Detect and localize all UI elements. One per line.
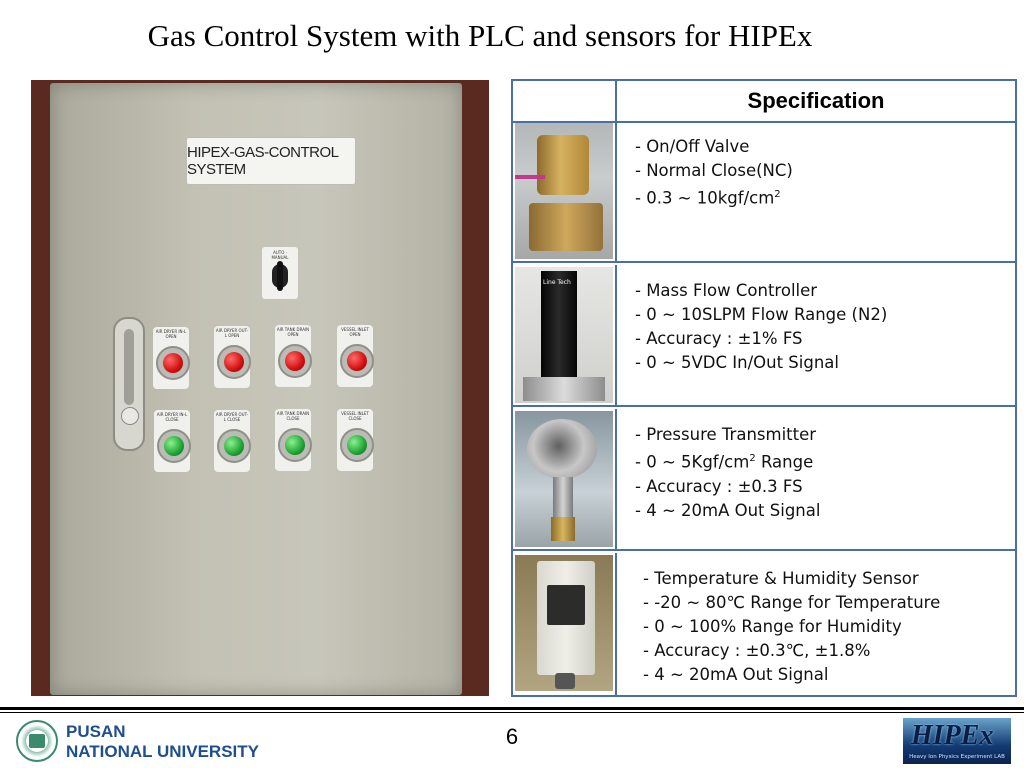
spec-line: - 0 ~ 10SLPM Flow Range (N2): [635, 305, 888, 324]
slide-title: Gas Control System with PLC and sensors …: [147, 18, 813, 53]
device-brand-label: Line Tech: [543, 279, 571, 286]
red-lamp-icon: [285, 351, 305, 371]
spec-line: - 4 ~ 20mA Out Signal: [643, 665, 829, 684]
green-lamp-icon: [164, 436, 184, 456]
indicator-lamp: AIR TANK DRAIN CLOSE: [275, 409, 312, 471]
spec-line: - 4 ~ 20mA Out Signal: [635, 500, 821, 520]
indicator-lamp: AIR DRYER IN-L OPEN: [153, 327, 190, 389]
university-emblem-icon: [16, 720, 58, 762]
green-lamp-icon: [285, 435, 305, 455]
hipex-logo-text: HIPEx: [911, 720, 994, 751]
pressure-transmitter-photo: [515, 411, 613, 547]
lamp-tag: AIR DRYER IN-L CLOSE: [156, 412, 188, 422]
hipex-lab-logo: HIPEx Heavy Ion Physics Experiment LAB: [903, 718, 1011, 764]
hipex-tagline: Heavy Ion Physics Experiment LAB: [909, 754, 1005, 760]
lamp-tag: VESSEL INLET CLOSE: [341, 411, 369, 421]
lamp-tag: AIR TANK DRAIN CLOSE: [276, 411, 310, 421]
spec-line: - 0 ~ 5VDC In/Out Signal: [635, 353, 839, 372]
footer-rule: [0, 707, 1024, 710]
indicator-lamp: AIR DRYER OUT-L CLOSE: [214, 410, 251, 472]
indicator-lamp: AIR DRYER OUT-L OPEN: [214, 326, 251, 388]
specification-table: Specification - On/Off Valve - Normal Cl…: [511, 79, 1017, 697]
spec-line-pressure-range: - 0 ~ 5Kgf/cm2 Range: [635, 452, 814, 472]
university-name: PUSAN NATIONAL UNIVERSITY: [66, 722, 259, 761]
spec-line: - -20 ~ 80℃ Range for Temperature: [643, 593, 941, 612]
lamp-tag: VESSEL INLET OPEN: [341, 327, 369, 337]
indicator-lamp: VESSEL INLET OPEN: [337, 325, 374, 387]
spec-line: - Mass Flow Controller: [635, 281, 818, 300]
spec-line-pressure-range: - 0.3 ~ 10kgf/cm2: [635, 188, 781, 208]
green-lamp-icon: [347, 435, 367, 455]
temperature-humidity-sensor-photo: [515, 555, 613, 691]
lamp-tag: AIR DRYER OUT-L OPEN: [215, 328, 249, 338]
page-number: 6: [505, 724, 519, 749]
spec-line: - Accuracy : ±0.3 FS: [635, 476, 803, 496]
nameplate: HIPEX-GAS-CONTROL SYSTEM: [186, 137, 356, 185]
red-lamp-icon: [163, 353, 183, 373]
selector-knob-icon: [272, 261, 288, 291]
handle-slot: [124, 329, 134, 405]
lamp-tag: AIR DRYER OUT-L CLOSE: [215, 412, 249, 422]
spec-row-valve: - On/Off Valve - Normal Close(NC) - 0.3 …: [513, 121, 1015, 263]
spec-row-temp-humidity: - Temperature & Humidity Sensor - -20 ~ …: [513, 553, 1015, 695]
lamp-tag: AIR TANK DRAIN OPEN: [276, 327, 310, 337]
spec-row-pressure-transmitter: - Pressure Transmitter - 0 ~ 5Kgf/cm2 Ra…: [513, 409, 1015, 551]
spec-line: - Pressure Transmitter: [635, 425, 817, 444]
control-panel-photo: HIPEX-GAS-CONTROL SYSTEM AUTO · MANUAL A…: [31, 80, 489, 696]
indicator-lamp: VESSEL INLET CLOSE: [337, 409, 374, 471]
lamp-tag: AIR DRYER IN-L OPEN: [155, 329, 187, 339]
footer-rule-thin: [0, 712, 1024, 713]
solenoid-valve-photo: [515, 123, 613, 259]
green-lamp-icon: [224, 436, 244, 456]
indicator-lamp: AIR TANK DRAIN OPEN: [275, 325, 312, 387]
spec-row-mfc: Line Tech - Mass Flow Controller - 0 ~ 1…: [513, 265, 1015, 407]
mass-flow-controller-photo: Line Tech: [515, 267, 613, 403]
switch-tag: AUTO · MANUAL: [271, 250, 289, 260]
cabinet-door: HIPEX-GAS-CONTROL SYSTEM AUTO · MANUAL A…: [50, 83, 462, 695]
indicator-lamp: AIR DRYER IN-L CLOSE: [154, 410, 191, 472]
table-header: Specification: [513, 81, 1015, 123]
spec-line: - 0 ~ 100% Range for Humidity: [643, 617, 902, 636]
auto-manual-switch: AUTO · MANUAL: [262, 247, 298, 299]
spec-line: - Temperature & Humidity Sensor: [643, 569, 919, 588]
spec-line: - On/Off Valve: [635, 137, 750, 156]
red-lamp-icon: [347, 351, 367, 371]
door-handle: [113, 317, 145, 451]
table-header-label: Specification: [747, 88, 885, 113]
spec-line: - Accuracy : ±0.3℃, ±1.8%: [643, 641, 871, 660]
red-lamp-icon: [224, 352, 244, 372]
spec-lines: - Temperature & Humidity Sensor - -20 ~ …: [643, 567, 940, 687]
spec-lines: - Pressure Transmitter - 0 ~ 5Kgf/cm2 Ra…: [635, 423, 820, 523]
spec-line: - Accuracy : ±1% FS: [635, 329, 803, 348]
handle-lock-icon: [121, 407, 139, 425]
spec-line: - Normal Close(NC): [635, 161, 793, 180]
spec-lines: - Mass Flow Controller - 0 ~ 10SLPM Flow…: [635, 279, 887, 375]
spec-lines: - On/Off Valve - Normal Close(NC) - 0.3 …: [635, 135, 793, 211]
